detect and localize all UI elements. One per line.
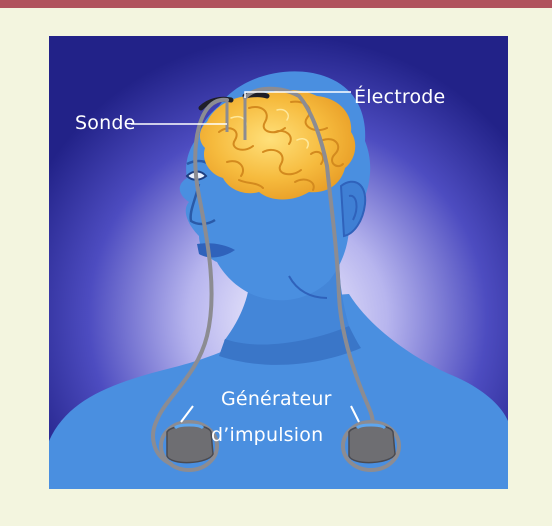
illustration-frame: Sonde Électrode Générateur d’impulsion — [49, 36, 508, 489]
label-generator-line1: Générateur — [221, 388, 332, 410]
label-generator-line2: d’impulsion — [211, 424, 323, 446]
label-electrode: Électrode — [354, 86, 445, 108]
label-sonde: Sonde — [75, 112, 135, 134]
header-bar — [0, 0, 552, 8]
